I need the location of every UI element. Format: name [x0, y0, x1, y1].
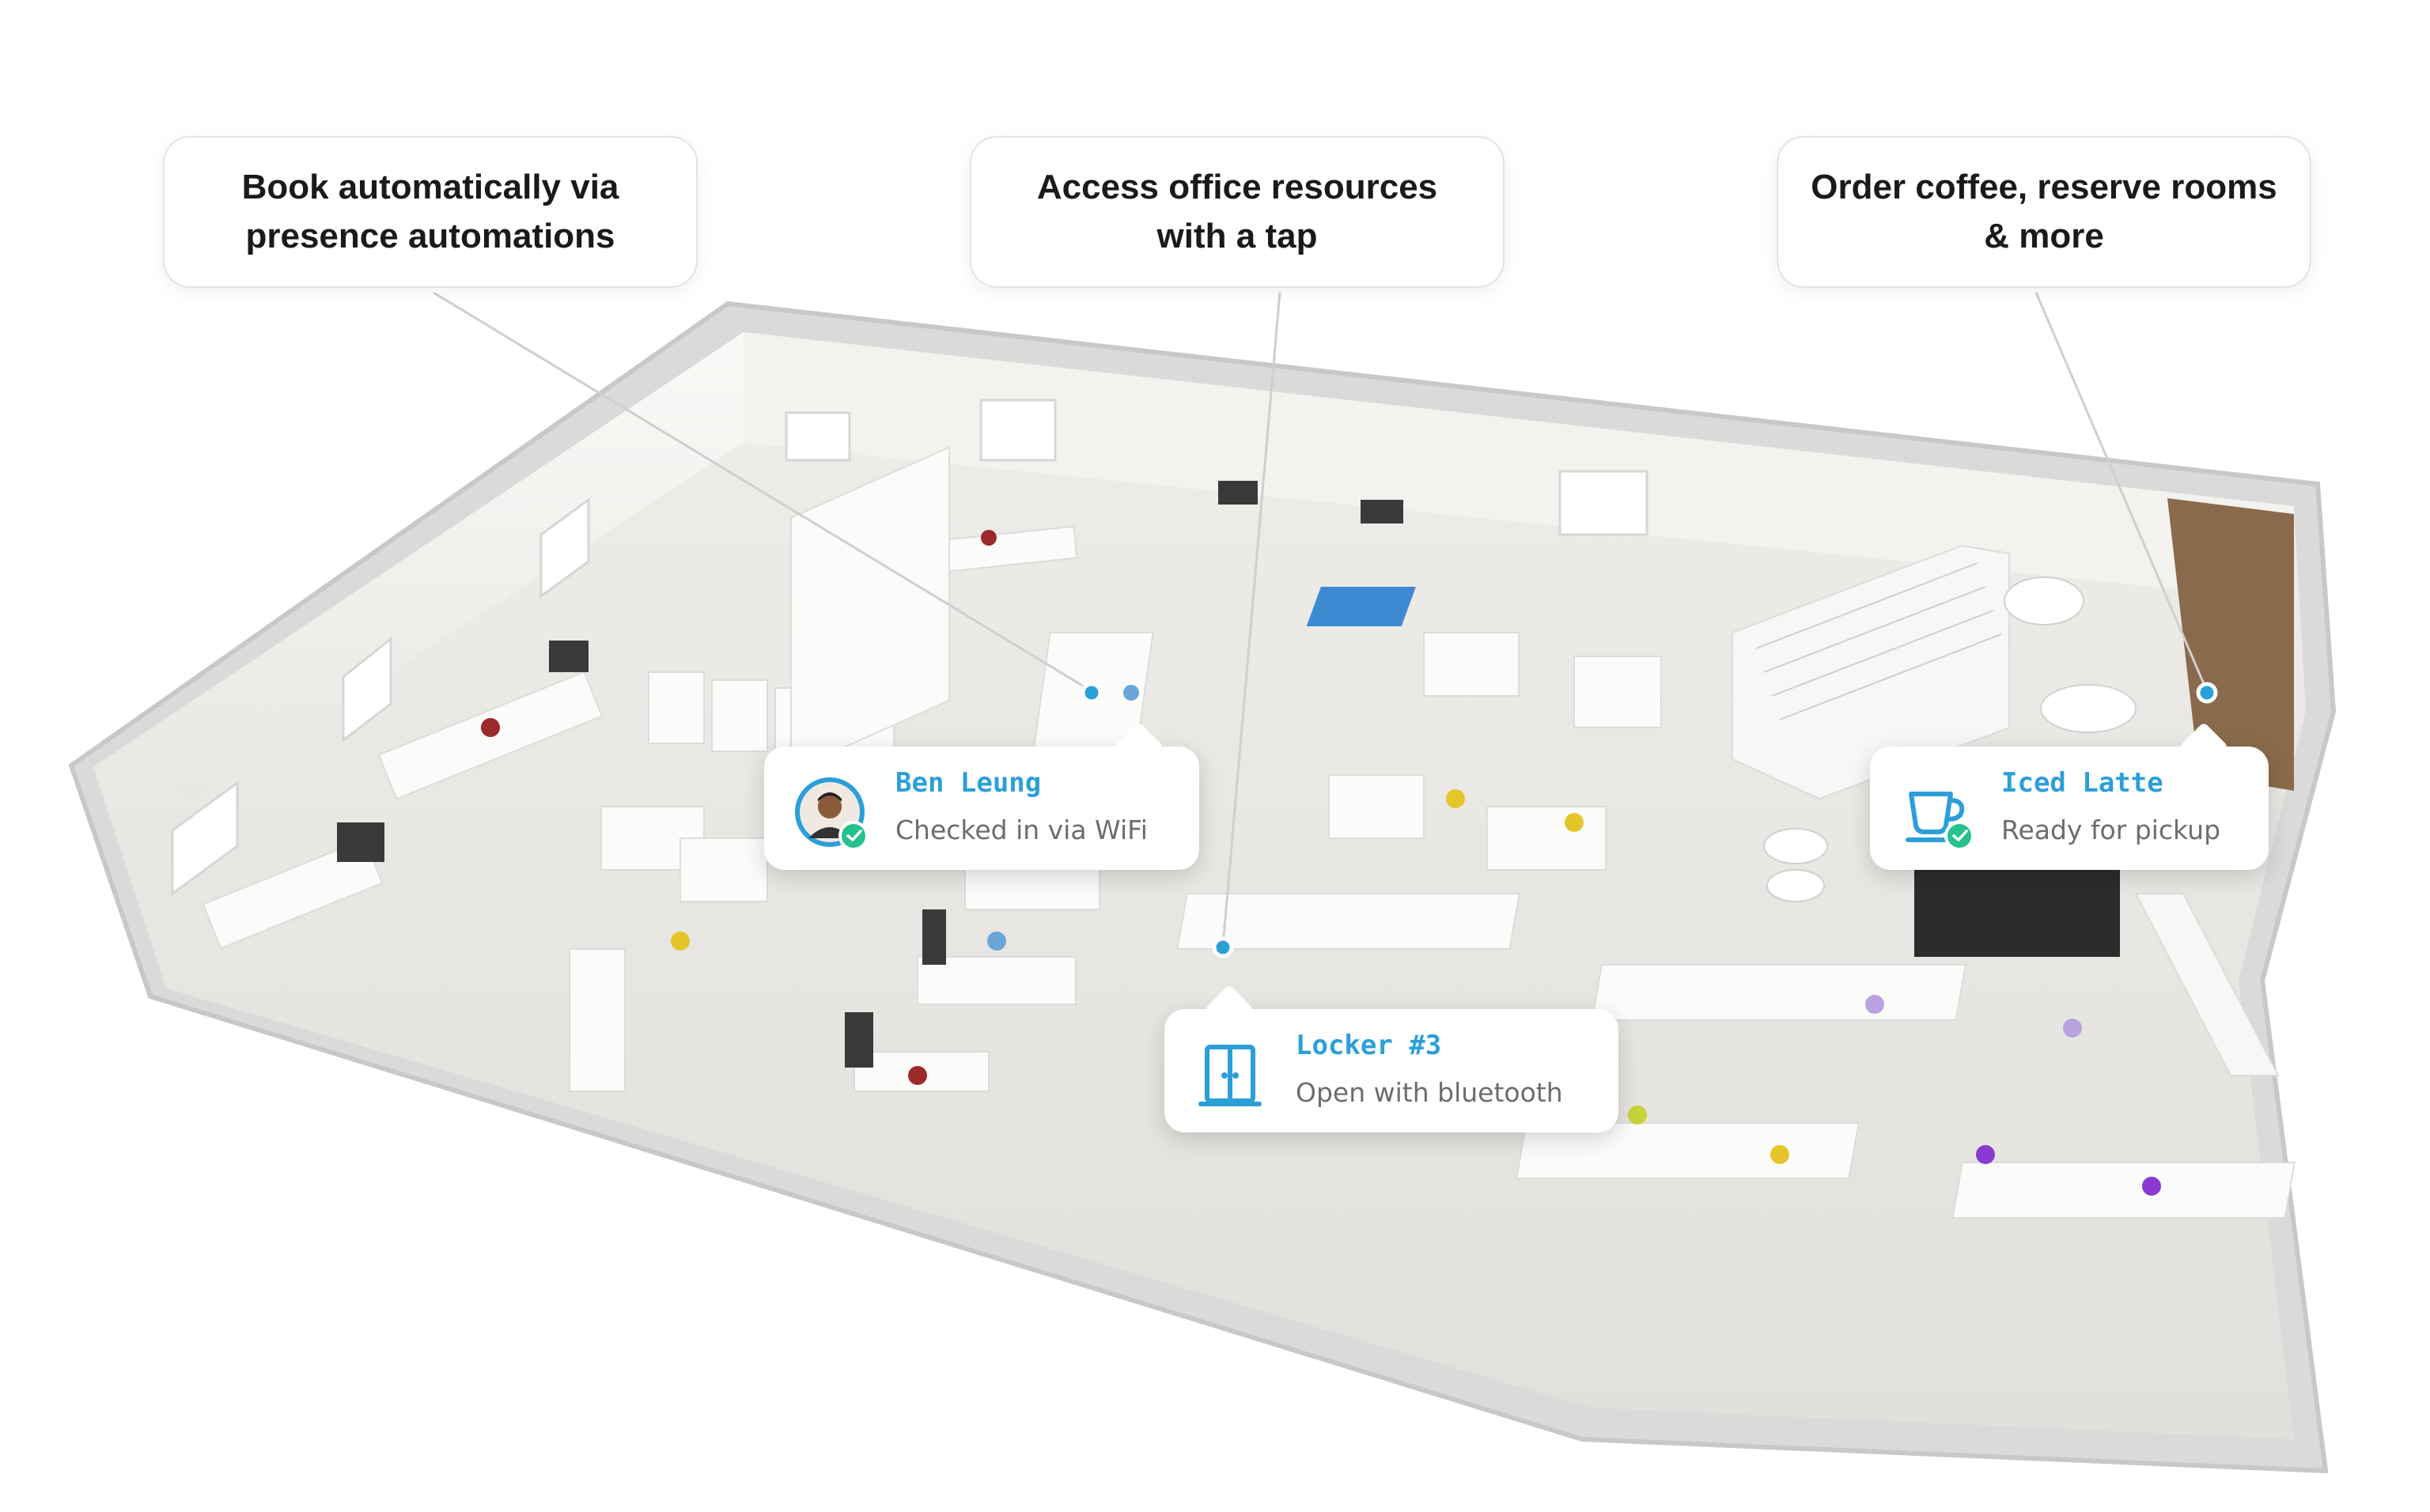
hotspot-dot [2196, 682, 2218, 704]
round-table [1763, 828, 1828, 864]
back-wall-left [93, 332, 744, 799]
partition [569, 948, 626, 1092]
check-icon [1944, 821, 1974, 851]
sofa [1328, 774, 1425, 839]
check-icon [838, 821, 869, 851]
person [1865, 995, 1884, 1014]
staircase [1732, 544, 2280, 1076]
booth [711, 679, 768, 752]
person [481, 718, 500, 737]
window [979, 399, 1057, 462]
tv-screen [1218, 481, 1258, 505]
presence-automation-text: Book automatically via presence automati… [241, 168, 619, 255]
user-avatar-icon [794, 777, 869, 851]
office-resources-text: Access office resources with a tap [1036, 168, 1438, 255]
sofa [1573, 656, 1662, 728]
leader-line [1221, 292, 1281, 947]
tv-screen [549, 641, 589, 672]
coffee-cup-icon [1900, 777, 1974, 851]
person [981, 530, 997, 546]
ping-pong-table [1306, 587, 1416, 626]
locker-door-icon [1194, 1039, 1266, 1110]
person [1976, 1145, 1995, 1164]
leader-line [2034, 292, 2209, 692]
locker-name: Locker #3 [1296, 1030, 1442, 1061]
person [1446, 789, 1465, 808]
hotspot-dot [1212, 936, 1234, 958]
presence-automation-callout: Book automatically via presence automati… [163, 136, 698, 288]
round-table [1766, 869, 1825, 902]
desk-row [1591, 964, 1967, 1021]
person [1628, 1106, 1647, 1125]
person [908, 1066, 927, 1085]
checkin-card[interactable]: Ben Leung Checked in via WiFi [764, 747, 1199, 870]
table [854, 1051, 990, 1092]
office-resources-callout: Access office resources with a tap [970, 136, 1505, 288]
back-wall-right [744, 332, 2294, 601]
window [785, 411, 851, 462]
leader-line [433, 291, 1092, 693]
partition [790, 446, 950, 773]
tv-screen [1361, 500, 1403, 524]
person [987, 932, 1006, 951]
desk-row [1516, 1122, 1860, 1179]
coffee-rooms-callout: Order coffee, reserve rooms & more [1777, 136, 2311, 288]
coffee-rooms-text: Order coffee, reserve rooms & more [1811, 168, 2277, 255]
window [539, 497, 590, 599]
person [671, 932, 690, 951]
kiosk [1914, 862, 2120, 957]
sofa [1423, 632, 1520, 697]
coffee-order-card[interactable]: Iced Latte Ready for pickup [1870, 747, 2269, 870]
round-table [2004, 576, 2084, 626]
sofa [1486, 806, 1607, 871]
window [171, 781, 239, 896]
cafe-counter [2167, 498, 2294, 791]
locker-card[interactable]: Locker #3 Open with bluetooth [1164, 1009, 1618, 1132]
tv-screen [922, 909, 946, 965]
window [1558, 470, 1648, 536]
desk-row [1176, 893, 1520, 950]
locker-status: Open with bluetooth [1296, 1077, 1563, 1108]
desk-row [1951, 1162, 2296, 1219]
person [1770, 1145, 1789, 1164]
tv-screen [337, 822, 384, 862]
person [2063, 1019, 2082, 1038]
person [1565, 813, 1584, 832]
order-status: Ready for pickup [2001, 815, 2221, 845]
user-name: Ben Leung [895, 767, 1042, 799]
checkin-status: Checked in via WiFi [895, 815, 1148, 845]
tv-screen [845, 1012, 873, 1068]
person [1123, 685, 1139, 701]
round-table [2040, 684, 2137, 733]
booth [648, 671, 705, 744]
person [2142, 1177, 2161, 1196]
order-item-name: Iced Latte [2001, 767, 2163, 799]
hotspot-dot [1081, 682, 1103, 704]
sofa [679, 837, 768, 902]
window [342, 636, 392, 743]
